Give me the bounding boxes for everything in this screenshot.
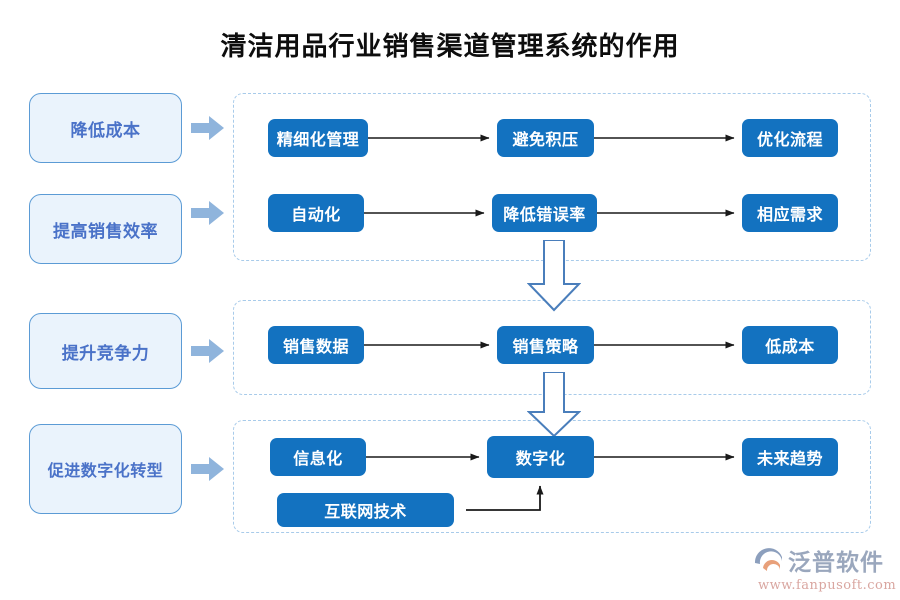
node-shuzihua[interactable]: 数字化 (487, 436, 594, 478)
node-xiangyingxuqiu[interactable]: 相应需求 (742, 194, 838, 232)
watermark-logo: 泛普软件 www.fanpusoft.com (752, 548, 896, 594)
right-arrow-icon (191, 116, 224, 140)
category-digital-transformation[interactable]: 促进数字化转型 (29, 424, 182, 514)
node-hulianwang[interactable]: 互联网技术 (277, 493, 454, 527)
page-title: 清洁用品行业销售渠道管理系统的作用 (220, 32, 680, 62)
node-jingxihua[interactable]: 精细化管理 (268, 119, 368, 157)
node-xiaoshoushuju[interactable]: 销售数据 (268, 326, 364, 364)
category-reduce-cost[interactable]: 降低成本 (29, 93, 182, 163)
node-xiaoshoucelue[interactable]: 销售策略 (497, 326, 594, 364)
section-flow-arrow-1 (527, 240, 581, 312)
node-youhualiucheng[interactable]: 优化流程 (742, 119, 838, 157)
node-weilaiqushi[interactable]: 未来趋势 (742, 438, 838, 476)
right-arrow-icon (191, 339, 224, 363)
category-label: 提升竞争力 (61, 343, 150, 364)
node-bimianjiya[interactable]: 避免积压 (497, 119, 594, 157)
category-label: 促进数字化转型 (47, 461, 164, 480)
category-label: 提高销售效率 (53, 221, 158, 242)
logo-row: 泛普软件 (752, 548, 884, 578)
fanpu-logo-icon (754, 548, 782, 571)
node-jiangdicuowu[interactable]: 降低错误率 (492, 194, 597, 232)
node-dichengben[interactable]: 低成本 (742, 326, 838, 364)
node-zidonghua[interactable]: 自动化 (268, 194, 364, 232)
logo-url: www.fanpusoft.com (758, 578, 897, 593)
right-arrow-icon (191, 201, 224, 225)
logo-text: 泛普软件 (788, 549, 884, 576)
category-boost-competitiveness[interactable]: 提升竞争力 (29, 313, 182, 389)
section-flow-arrow-2 (527, 372, 581, 438)
category-label: 降低成本 (70, 120, 141, 141)
node-xinxihua[interactable]: 信息化 (270, 438, 366, 476)
right-arrow-icon (191, 457, 224, 481)
category-improve-efficiency[interactable]: 提高销售效率 (29, 194, 182, 264)
